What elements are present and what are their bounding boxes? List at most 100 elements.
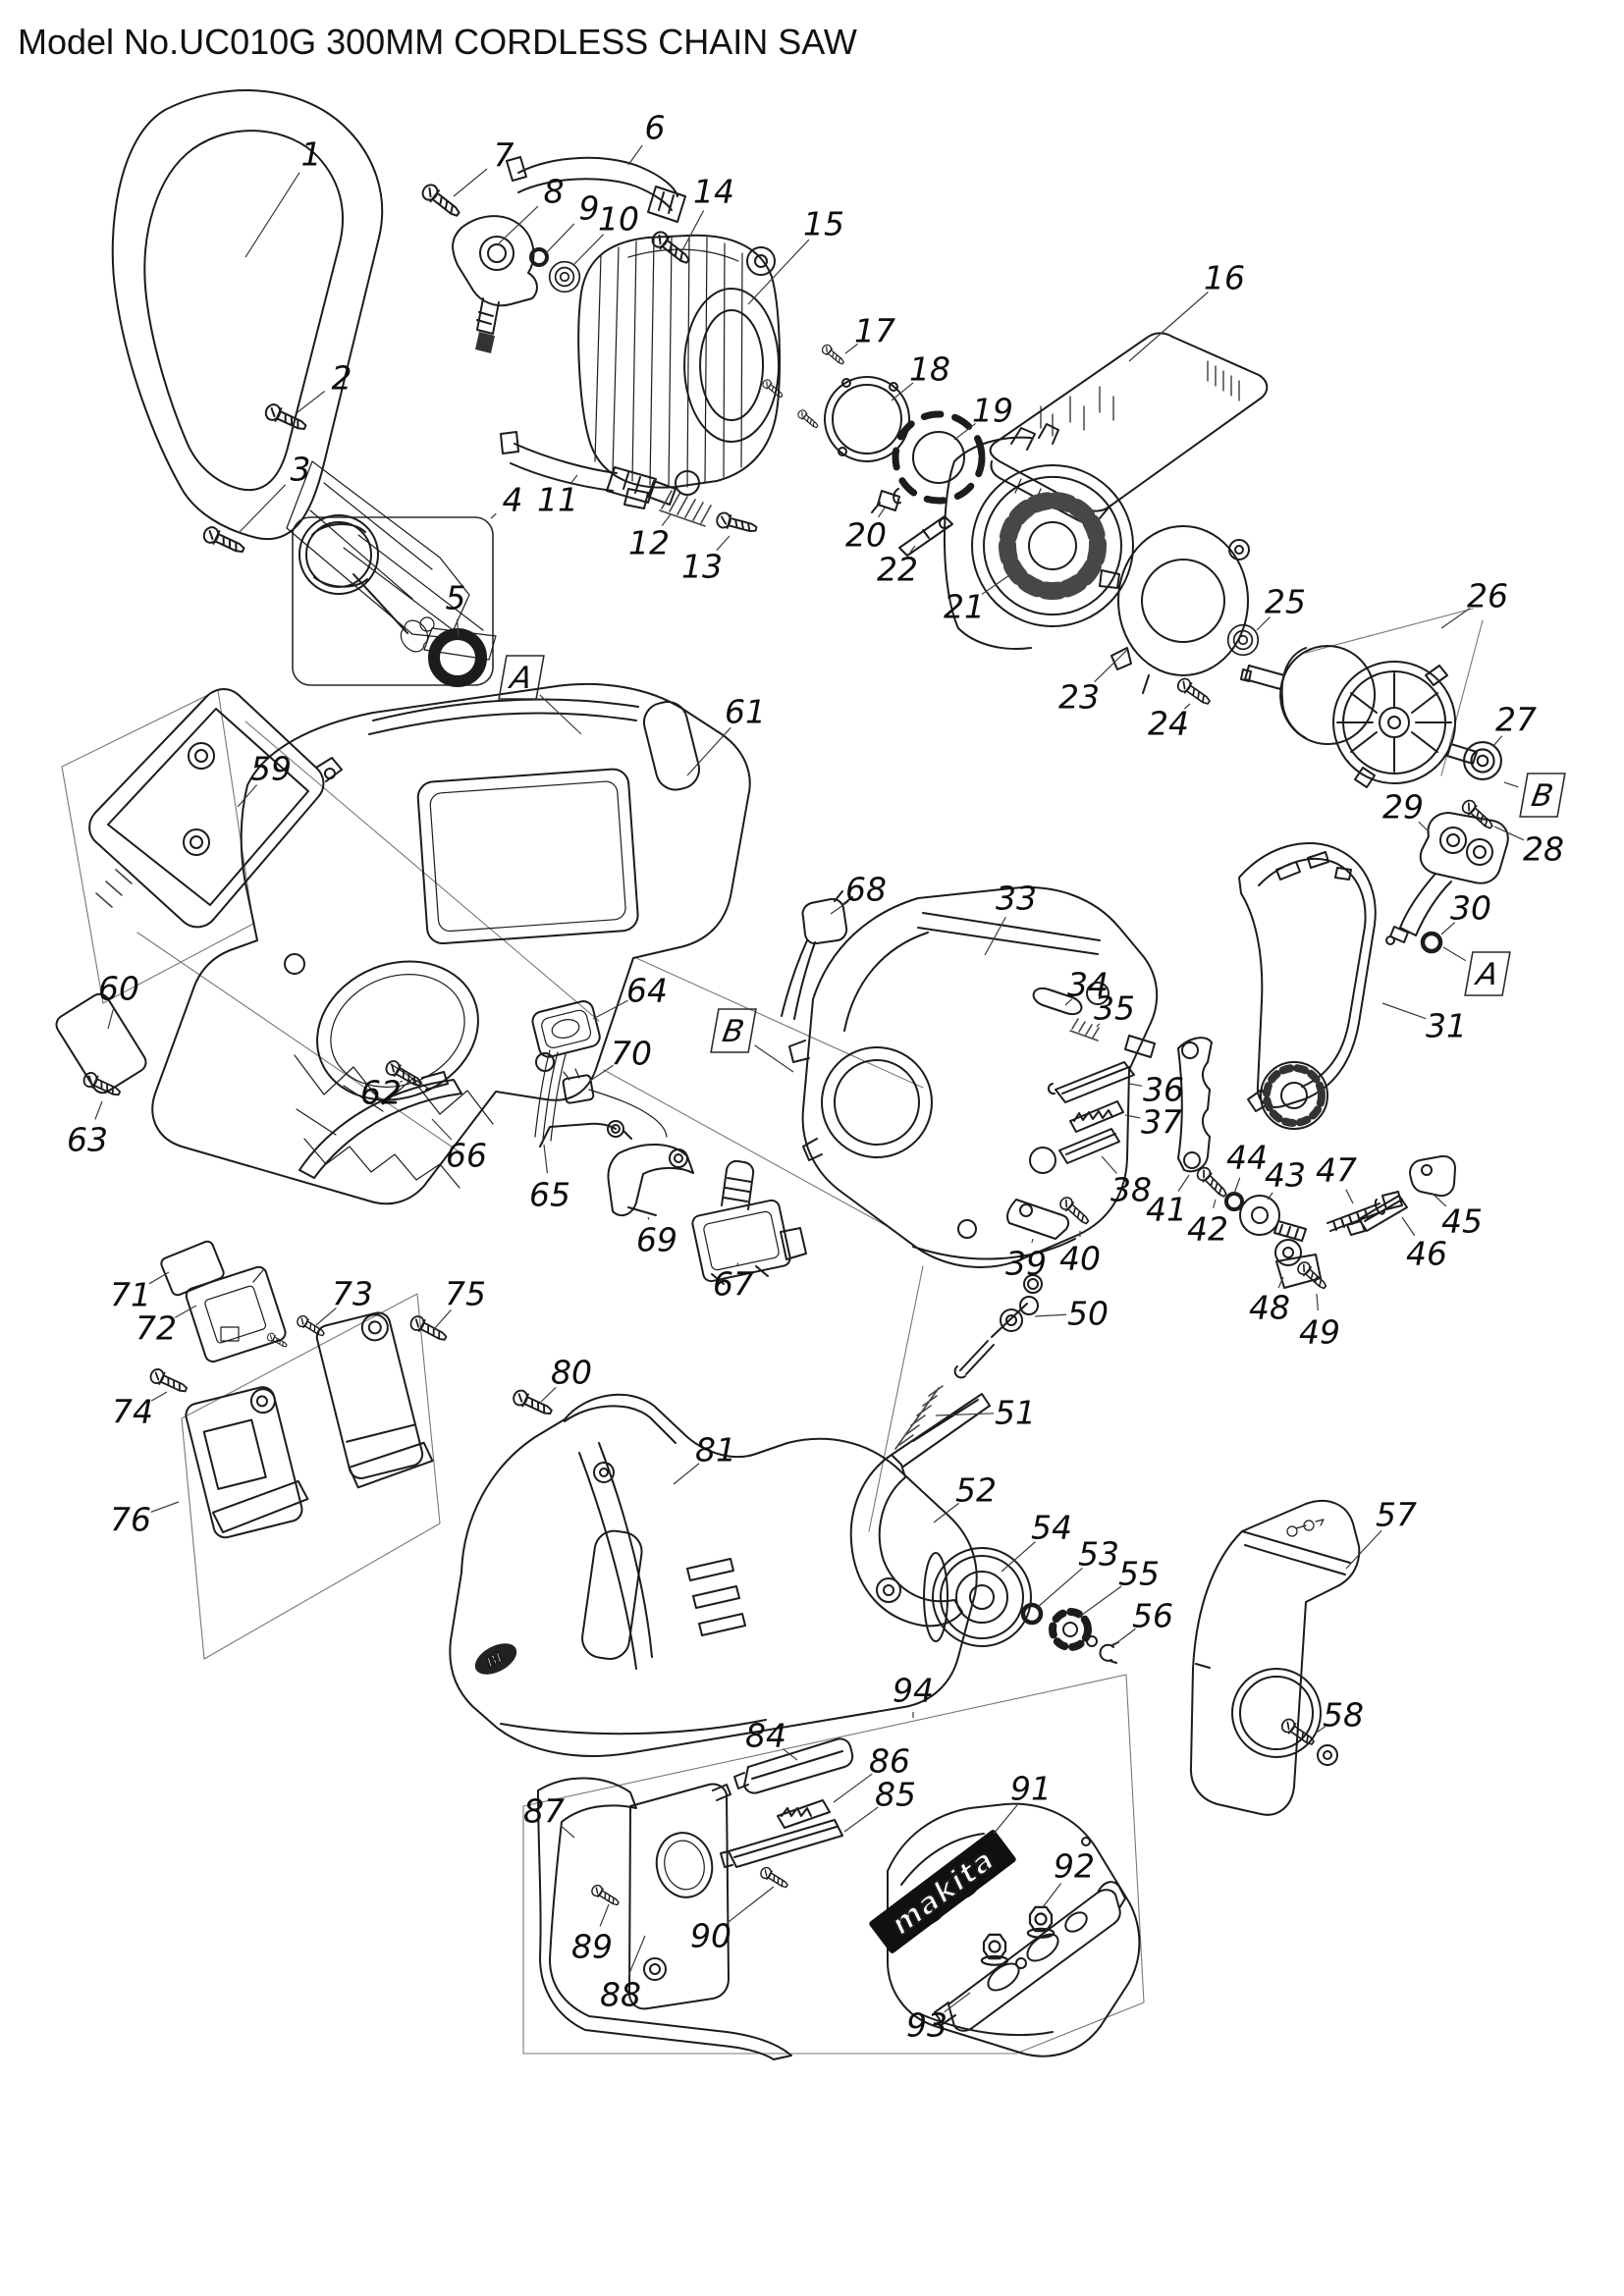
screw-89 [589,1882,623,1909]
leader-line-23 [1094,649,1128,683]
screw-49 [1294,1258,1330,1293]
letter-leader-A1 [1442,946,1467,962]
sprocket-cover [1189,1499,1361,1816]
part-label-9: 9 [579,189,600,228]
letter-marker-A: A [1464,951,1511,996]
part-label-13: 13 [681,548,723,586]
leader-line-4 [490,512,497,519]
part-label-92: 92 [1054,1847,1095,1886]
leader-line-48 [1277,1276,1284,1289]
leader-line-25 [1256,616,1271,631]
leader-line-72 [174,1305,197,1318]
leader-line-37 [1124,1114,1141,1119]
check-valve-20 [871,488,901,513]
leader-line-11 [570,474,578,484]
part-label-91: 91 [1010,1770,1052,1808]
leader-line-58 [1314,1726,1326,1735]
washer-44 [1226,1194,1242,1209]
leader-line-27 [1492,735,1503,747]
leader-line-30 [1440,922,1456,935]
letter-box-A [1464,951,1511,996]
oil-cap-inset-box [292,516,494,686]
leader-line-7 [453,168,488,197]
bar-cover-group-box [522,1674,1145,2055]
part-label-64: 64 [626,972,668,1010]
screw-7 [418,181,464,222]
part-label-63: 63 [67,1121,108,1159]
part-label-49: 49 [1299,1313,1340,1352]
part-label-58: 58 [1323,1696,1364,1735]
leader-line-69 [647,1216,650,1220]
part-label-3: 3 [291,451,311,489]
clutch-drum-54 [923,1547,1032,1647]
bolt-80 [510,1387,556,1420]
part-label-75: 75 [445,1275,486,1313]
battery-lock-box [181,1293,441,1660]
leader-line-56 [1111,1628,1136,1647]
part-label-51: 51 [995,1394,1036,1432]
part-label-55: 55 [1118,1555,1160,1593]
sensor-wires [534,1049,567,1142]
controller [989,332,1269,524]
leader-line-74 [150,1391,168,1402]
letter-box-B [1519,773,1566,818]
motor-housing-flange [623,246,781,509]
letter-box-B [710,1008,757,1053]
leader-line-1 [244,172,300,258]
leader-line-63 [94,1100,103,1120]
part-label-45: 45 [1441,1202,1483,1241]
leader-line-68 [830,901,849,915]
housing-81: BL [449,1393,978,1757]
leader-line-24 [1183,703,1191,710]
part-label-42: 42 [1187,1210,1228,1249]
leader-line-70 [589,1064,615,1082]
leader-line-73 [315,1307,337,1326]
rotor-assembly [1240,645,1478,788]
part-label-19: 19 [972,392,1013,430]
part-label-80: 80 [551,1354,592,1392]
leader-line-41 [1177,1174,1190,1192]
part-label-54: 54 [1031,1509,1072,1547]
chassis-housing [151,682,751,1205]
bearing-27 [1463,741,1502,780]
screw-3 [200,523,248,559]
switch-67 [691,1159,807,1285]
gasket-ring-18 [824,376,910,462]
leader-line-54 [1001,1541,1036,1573]
leader-line-89 [599,1903,610,1927]
part-label-43: 43 [1265,1156,1306,1195]
adjuster-43 [1239,1195,1307,1242]
part-label-67: 67 [713,1265,754,1304]
part-label-20: 20 [845,516,887,555]
part-label-16: 16 [1204,259,1245,297]
letter-text-A: A [1472,957,1500,992]
letter-marker-B: B [710,1008,757,1053]
tension-screw-47 [1326,1191,1403,1232]
part-label-62: 62 [360,1074,402,1112]
part-label-47: 47 [1316,1151,1357,1190]
page-title: Model No.UC010G 300MM CORDLESS CHAIN SAW [18,22,857,62]
part-label-66: 66 [446,1137,487,1175]
parts-artwork: BL makita [55,89,1509,2060]
part-label-6: 6 [645,109,666,147]
part-label-15: 15 [803,205,844,243]
part-label-69: 69 [636,1221,677,1259]
flange-nut-92a [1026,1905,1056,1939]
stator [944,423,1134,650]
part-label-21: 21 [944,588,985,626]
part-label-61: 61 [725,693,766,731]
part-label-93: 93 [906,2006,947,2045]
battery-cover [88,688,343,929]
part-label-23: 23 [1058,678,1100,717]
part-label-71: 71 [110,1276,151,1314]
leader-line-38 [1101,1155,1117,1174]
leader-line-5 [457,618,460,639]
part-label-40: 40 [1059,1240,1101,1278]
leader-line-46 [1401,1216,1416,1237]
part-label-34: 34 [1067,966,1109,1004]
leader-line-55 [1077,1585,1122,1619]
oil-tube-lower [500,431,677,506]
leader-line-64 [592,999,628,1020]
part-label-11: 11 [537,481,578,519]
